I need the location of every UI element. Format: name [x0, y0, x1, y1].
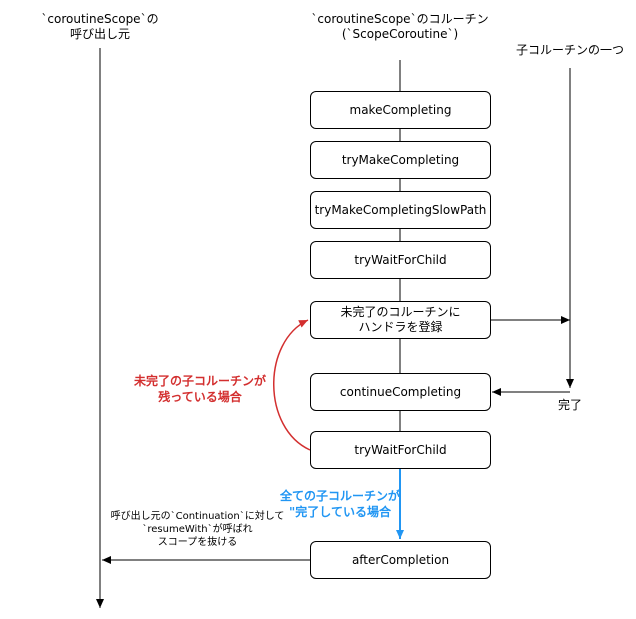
step-try-wait-for-child-1: tryWaitForChild [310, 241, 491, 279]
step-try-make-completing: tryMakeCompleting [310, 141, 491, 179]
step-try-make-completing-slow-path: tryMakeCompletingSlowPath [310, 191, 491, 229]
step-try-wait-for-child-2: tryWaitForChild [310, 431, 491, 469]
done-label: 完了 [557, 398, 582, 412]
complete-condition-label: 全ての子コルーチンが "完了している場合 [279, 489, 400, 519]
incomplete-loop-arrow [273, 319, 311, 451]
child-lane-title: 子コルーチンの一つ [515, 43, 624, 57]
caller-lane-title: `coroutineScope`の 呼び出し元 [41, 12, 159, 41]
resume-label: 呼び出し元の`Continuation`に対して `resumeWith`が呼ば… [110, 511, 285, 548]
scope-lane-title: `coroutineScope`のコルーチン (`ScopeCoroutine`… [311, 12, 489, 41]
step-after-completion: afterCompletion [310, 541, 491, 579]
step-register-handler: 未完了のコルーチンに ハンドラを登録 [310, 301, 491, 339]
step-continue-completing: continueCompleting [310, 373, 491, 411]
step-make-completing: makeCompleting [310, 91, 491, 129]
incomplete-condition-label: 未完了の子コルーチンが 残っている場合 [133, 374, 266, 404]
